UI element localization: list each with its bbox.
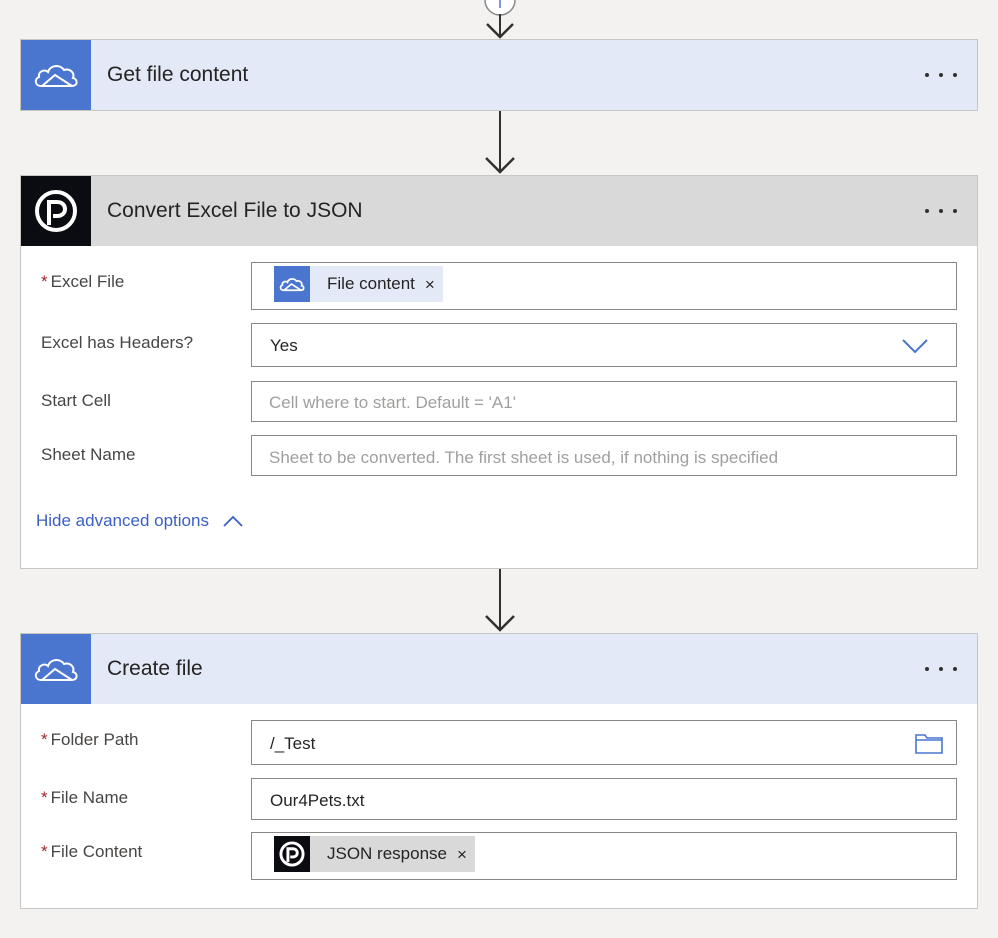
field-row-file-content: *File Content JSON response × <box>21 832 977 882</box>
hide-advanced-options-link[interactable]: Hide advanced options <box>36 511 243 531</box>
headers-value: Yes <box>270 336 298 355</box>
file-content-input[interactable]: JSON response × <box>251 832 957 880</box>
sheet-name-label: Sheet Name <box>41 445 136 464</box>
plumsail-logo-icon <box>21 176 91 246</box>
headers-select[interactable]: Yes <box>251 323 957 367</box>
plumsail-logo-icon <box>274 836 310 872</box>
folder-path-value: /_Test <box>270 734 316 753</box>
step-convert-excel-to-json[interactable]: Convert Excel File to JSON *Excel File F… <box>20 175 978 569</box>
step-title: Get file content <box>107 63 249 86</box>
file-name-label: *File Name <box>41 788 129 807</box>
arrow-down-icon <box>483 111 517 175</box>
chevron-up-icon <box>223 515 243 527</box>
folder-icon[interactable] <box>915 732 943 754</box>
onedrive-cloud-icon <box>274 266 310 302</box>
step-header[interactable]: Get file content <box>21 40 977 110</box>
folder-path-label: *Folder Path <box>41 730 139 749</box>
step-title: Convert Excel File to JSON <box>107 199 363 222</box>
excel-file-label: *Excel File <box>41 272 125 291</box>
file-name-value: Our4Pets.txt <box>270 791 365 810</box>
field-row-folder-path: *Folder Path /_Test <box>21 720 977 766</box>
token-label: File content <box>327 274 415 293</box>
start-cell-label: Start Cell <box>41 391 111 410</box>
field-row-headers: Excel has Headers? Yes <box>21 323 977 369</box>
sheet-name-placeholder: Sheet to be converted. The first sheet i… <box>269 448 779 467</box>
step-title: Create file <box>107 657 203 680</box>
start-cell-input[interactable]: Cell where to start. Default = 'A1' <box>251 381 957 422</box>
onedrive-cloud-icon <box>21 40 91 110</box>
file-content-label: *File Content <box>41 842 143 861</box>
headers-label: Excel has Headers? <box>41 333 194 352</box>
start-cell-placeholder: Cell where to start. Default = 'A1' <box>269 393 516 412</box>
more-options-icon[interactable] <box>923 200 959 222</box>
field-row-excel-file: *Excel File File content × <box>21 262 977 312</box>
sheet-name-input[interactable]: Sheet to be converted. The first sheet i… <box>251 435 957 476</box>
advanced-link-label: Hide advanced options <box>36 511 209 530</box>
file-content-token[interactable]: File content × <box>274 266 443 302</box>
field-row-file-name: *File Name Our4Pets.txt <box>21 778 977 820</box>
step-create-file[interactable]: Create file *Folder Path /_Test *File Na… <box>20 633 978 909</box>
field-row-start-cell: Start Cell Cell where to start. Default … <box>21 381 977 423</box>
token-label: JSON response <box>327 844 447 863</box>
arrow-down-icon <box>483 569 517 633</box>
field-row-sheet-name: Sheet Name Sheet to be converted. The fi… <box>21 435 977 477</box>
more-options-icon[interactable] <box>923 64 959 86</box>
remove-token-icon[interactable]: × <box>457 844 467 864</box>
more-options-icon[interactable] <box>923 658 959 680</box>
chevron-down-icon[interactable] <box>902 338 928 354</box>
add-step-connector <box>483 0 517 40</box>
folder-path-input[interactable]: /_Test <box>251 720 957 765</box>
onedrive-cloud-icon <box>21 634 91 704</box>
json-response-token[interactable]: JSON response × <box>274 836 475 872</box>
step-header[interactable]: Create file <box>21 634 977 704</box>
excel-file-input[interactable]: File content × <box>251 262 957 310</box>
step-get-file-content[interactable]: Get file content <box>20 39 978 111</box>
step-header[interactable]: Convert Excel File to JSON <box>21 176 977 246</box>
remove-token-icon[interactable]: × <box>424 274 435 294</box>
file-name-input[interactable]: Our4Pets.txt <box>251 778 957 820</box>
